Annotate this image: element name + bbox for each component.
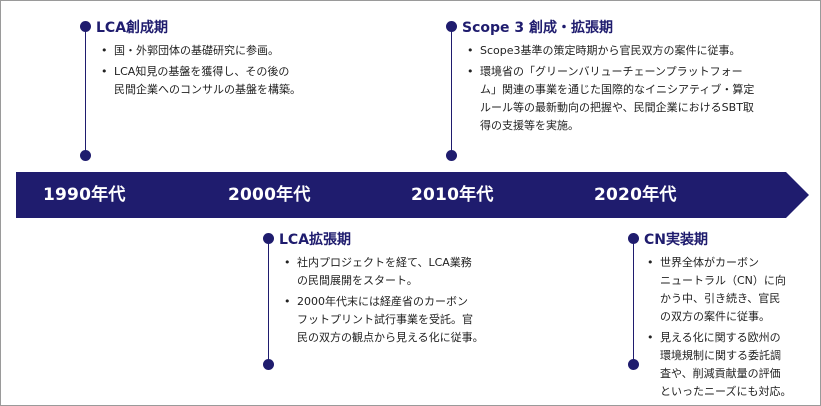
marker-dot: [628, 359, 639, 370]
marker-dot: [80, 150, 91, 161]
period-bullets-lca-expansion: 社内プロジェクトを経て、LCA業務 の民間展開をスタート。 2000年代末には経…: [283, 254, 523, 350]
connector-line: [633, 238, 634, 364]
bullet-item: 2000年代末には経産省のカーボン フットプリント試行事業を受託。官 民の双方の…: [283, 293, 523, 347]
period-title-lca-expansion: LCA拡張期: [279, 232, 352, 248]
period-bullets-scope3: Scope3基準の策定時期から官民双方の案件に従事。 環境省の「グリーンバリュー…: [466, 42, 811, 138]
bullet-item: 世界全体がカーボン ニュートラル（CN）に向 かう中、引き続き、官民 の双方の案…: [646, 254, 816, 326]
marker-dot: [263, 233, 274, 244]
connector-line: [451, 26, 452, 155]
bullet-item: 国・外郭団体の基礎研究に参画。: [100, 42, 360, 60]
connector-line: [268, 238, 269, 364]
marker-dot: [446, 21, 457, 32]
marker-dot: [446, 150, 457, 161]
marker-dot: [80, 21, 91, 32]
decade-label-1990s: 1990年代: [43, 185, 126, 205]
marker-dot: [263, 359, 274, 370]
bullet-item: Scope3基準の策定時期から官民双方の案件に従事。: [466, 42, 811, 60]
decade-label-2000s: 2000年代: [228, 185, 311, 205]
period-title-lca-genesis: LCA創成期: [96, 20, 169, 36]
connector-line: [85, 26, 86, 155]
bullet-item: 環境省の「グリーンバリューチェーンプラットフォー ム」関連の事業を通じた国際的な…: [466, 63, 811, 135]
bullet-item: LCA知見の基盤を獲得し、その後の 民間企業へのコンサルの基盤を構築。: [100, 63, 360, 99]
bullet-item: 見える化に関する欧州の 環境規制に関する委託調 査や、削減貢献量の評価 といった…: [646, 329, 816, 401]
period-title-scope3: Scope 3 創成・拡張期: [462, 20, 614, 36]
period-bullets-cn-implementation: 世界全体がカーボン ニュートラル（CN）に向 かう中、引き続き、官民 の双方の案…: [646, 254, 816, 404]
marker-dot: [628, 233, 639, 244]
period-title-cn-implementation: CN実装期: [644, 232, 708, 248]
timeline-arrow: [16, 172, 809, 218]
decade-label-2010s: 2010年代: [411, 185, 494, 205]
decade-label-2020s: 2020年代: [594, 185, 677, 205]
bullet-item: 社内プロジェクトを経て、LCA業務 の民間展開をスタート。: [283, 254, 523, 290]
period-bullets-lca-genesis: 国・外郭団体の基礎研究に参画。 LCA知見の基盤を獲得し、その後の 民間企業への…: [100, 42, 360, 102]
